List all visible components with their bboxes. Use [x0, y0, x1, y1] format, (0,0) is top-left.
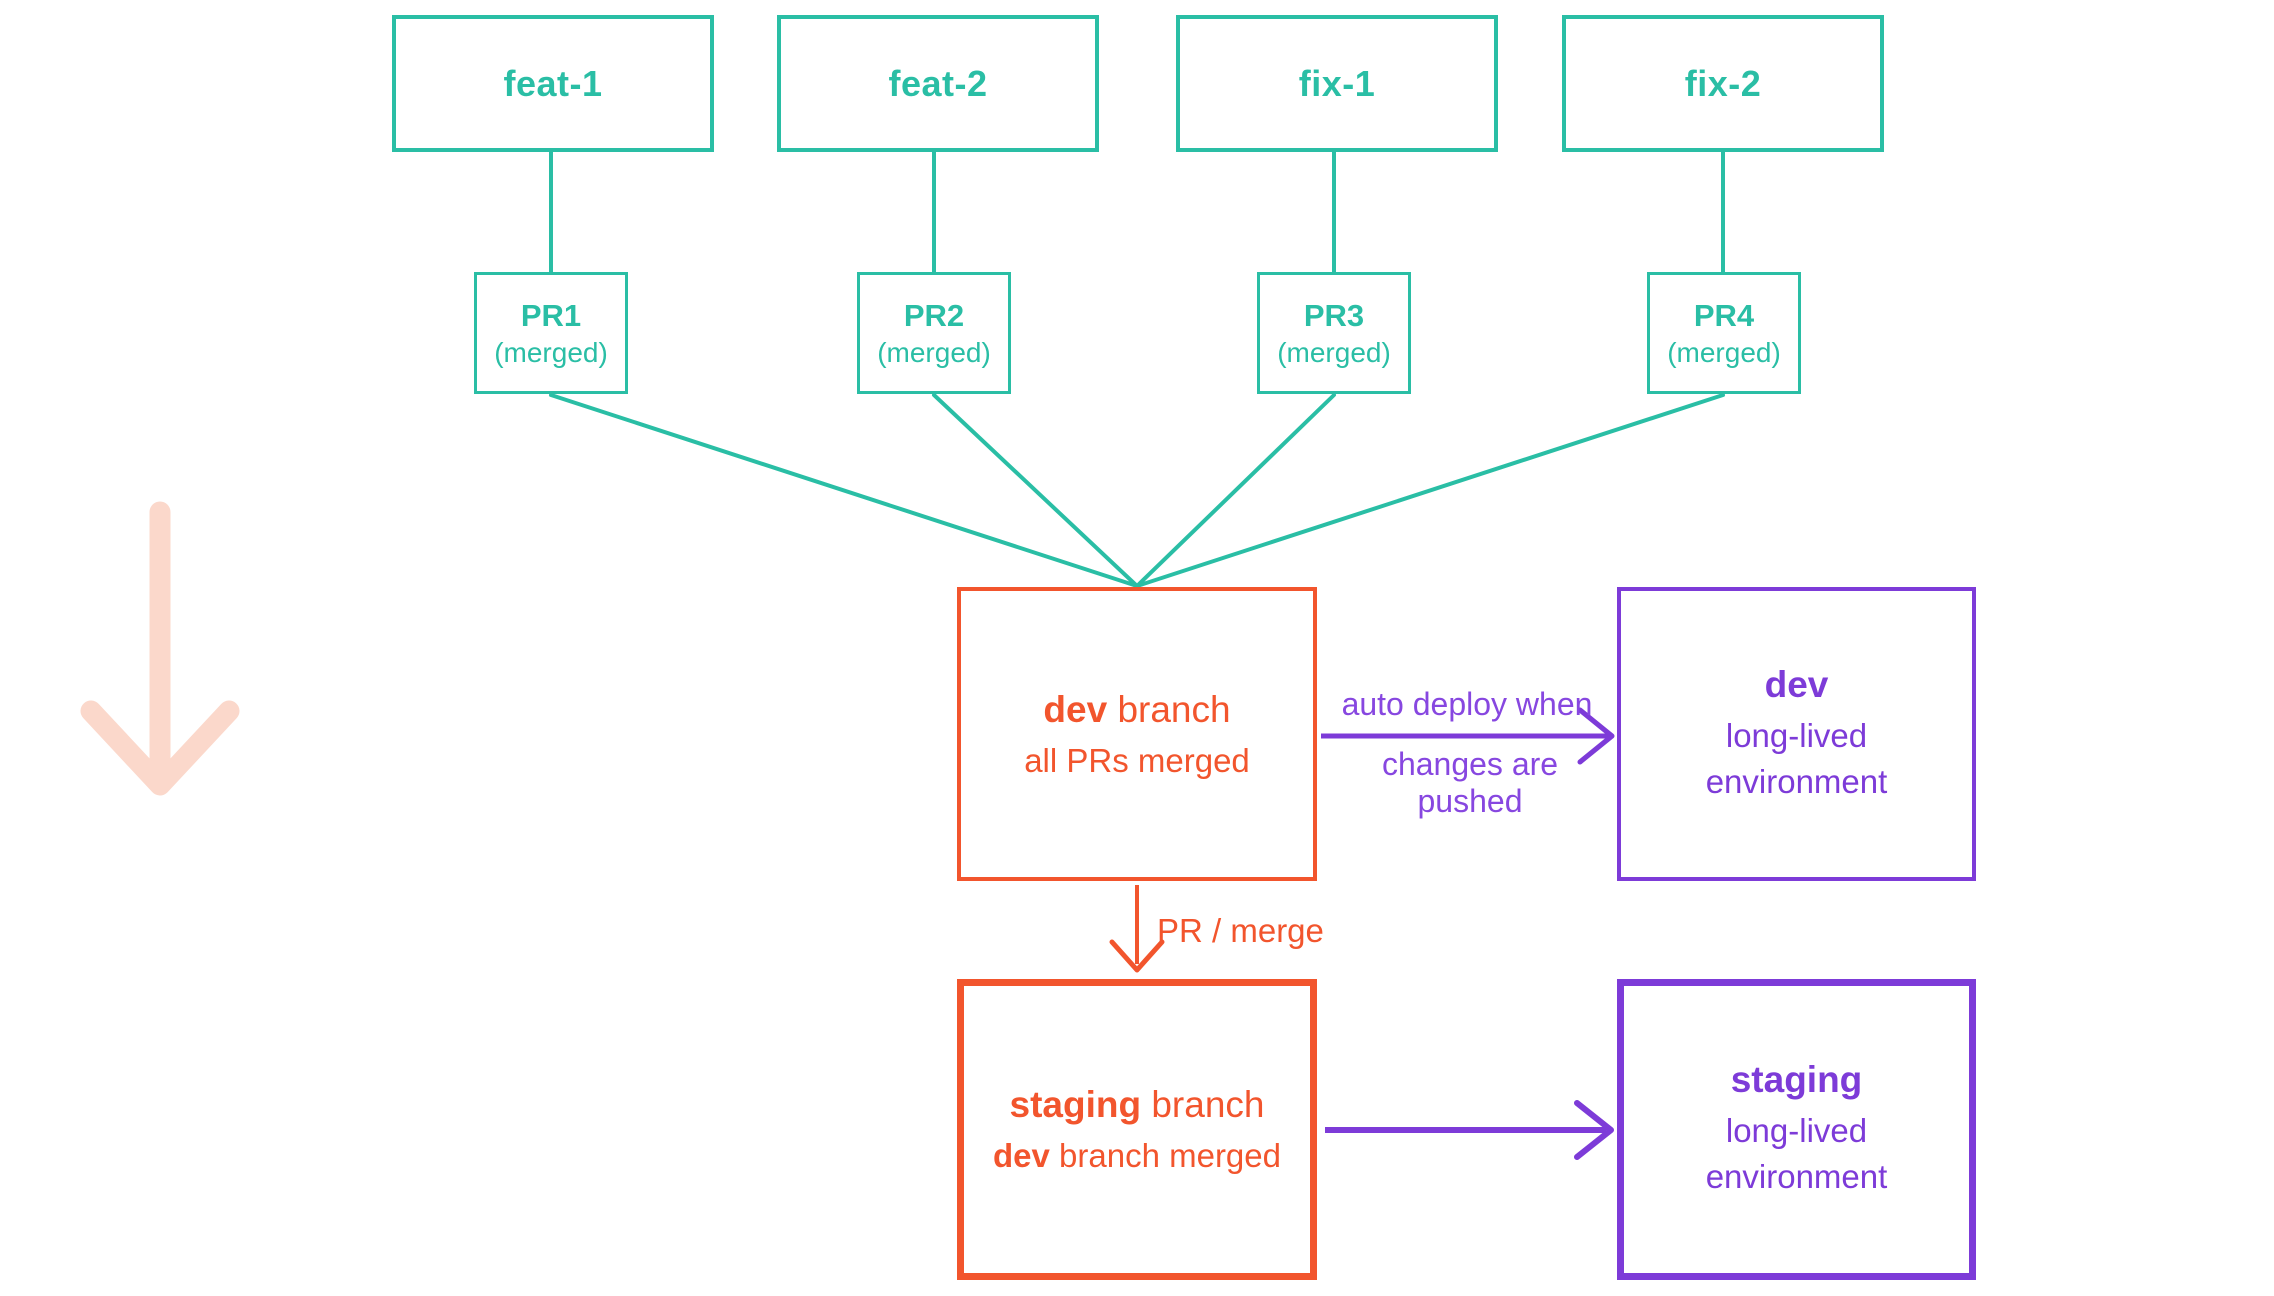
node-staging-branch-subtitle: dev branch merged: [993, 1137, 1281, 1175]
node-pr2-status: (merged): [877, 336, 991, 368]
merge-line-pr2-dev: [932, 393, 1139, 588]
node-pr3: PR3 (merged): [1257, 272, 1411, 394]
node-staging-environment-line2: environment: [1705, 1158, 1888, 1195]
node-pr4: PR4 (merged): [1647, 272, 1801, 394]
auto-deploy-label-line1: auto deploy when: [1341, 686, 1593, 722]
node-dev-environment-line2: environment: [1705, 762, 1888, 800]
staging-deploy-arrow-head: [1574, 1100, 1614, 1160]
pr-merge-label: PR / merge: [1157, 912, 1324, 949]
node-fix-1-label: fix-1: [1298, 62, 1376, 104]
node-fix-2: fix-2: [1562, 15, 1884, 152]
node-pr1: PR1 (merged): [474, 272, 628, 394]
pr-merge-arrow-head: [1109, 939, 1165, 973]
node-dev-environment: dev long-lived environment: [1617, 587, 1976, 881]
node-pr3-title: PR3: [1303, 297, 1365, 333]
node-pr4-status: (merged): [1667, 336, 1781, 368]
merge-line-pr3-dev: [1135, 393, 1336, 588]
node-dev-environment-line1: long-lived: [1725, 716, 1868, 754]
node-pr1-title: PR1: [520, 297, 582, 333]
node-dev-branch-title: dev branch: [1043, 689, 1230, 731]
node-feat-2: feat-2: [777, 15, 1099, 152]
node-staging-environment-title: staging: [1730, 1059, 1863, 1101]
node-dev-branch: dev branch all PRs merged: [957, 587, 1317, 881]
node-pr3-status: (merged): [1277, 336, 1391, 368]
merge-line-pr1-dev: [549, 393, 1139, 588]
node-staging-branch-subtitle-rest: branch merged: [1049, 1137, 1281, 1174]
node-pr2: PR2 (merged): [857, 272, 1011, 394]
merge-line-pr4-dev: [1135, 393, 1725, 588]
pr-merge-arrow: [1109, 885, 1165, 973]
node-staging-branch-title-rest: branch: [1141, 1084, 1265, 1125]
down-arrow-icon: [80, 501, 240, 796]
node-dev-branch-title-rest: branch: [1107, 688, 1231, 730]
node-staging-branch-subtitle-bold: dev: [992, 1137, 1050, 1174]
node-staging-environment: staging long-lived environment: [1617, 979, 1976, 1280]
node-fix-1: fix-1: [1176, 15, 1498, 152]
node-staging-branch: staging branch dev branch merged: [957, 979, 1317, 1280]
node-pr1-status: (merged): [494, 336, 608, 368]
down-arrow-head: [80, 700, 240, 796]
node-staging-branch-title-bold: staging: [1009, 1084, 1142, 1125]
node-feat-2-label: feat-2: [888, 62, 988, 104]
node-staging-branch-title: staging branch: [1010, 1084, 1265, 1126]
node-dev-environment-title: dev: [1764, 663, 1829, 705]
node-dev-branch-title-bold: dev: [1043, 688, 1108, 730]
auto-deploy-label-line2: changes are pushed: [1381, 746, 1559, 819]
node-staging-environment-line1: long-lived: [1725, 1112, 1868, 1150]
node-dev-branch-subtitle: all PRs merged: [1024, 741, 1250, 779]
staging-deploy-arrow: [1325, 1100, 1614, 1160]
node-pr2-title: PR2: [903, 297, 965, 333]
node-fix-2-label: fix-2: [1684, 62, 1762, 104]
node-feat-1-label: feat-1: [503, 62, 603, 104]
node-pr4-title: PR4: [1693, 297, 1755, 333]
node-feat-1: feat-1: [392, 15, 714, 152]
